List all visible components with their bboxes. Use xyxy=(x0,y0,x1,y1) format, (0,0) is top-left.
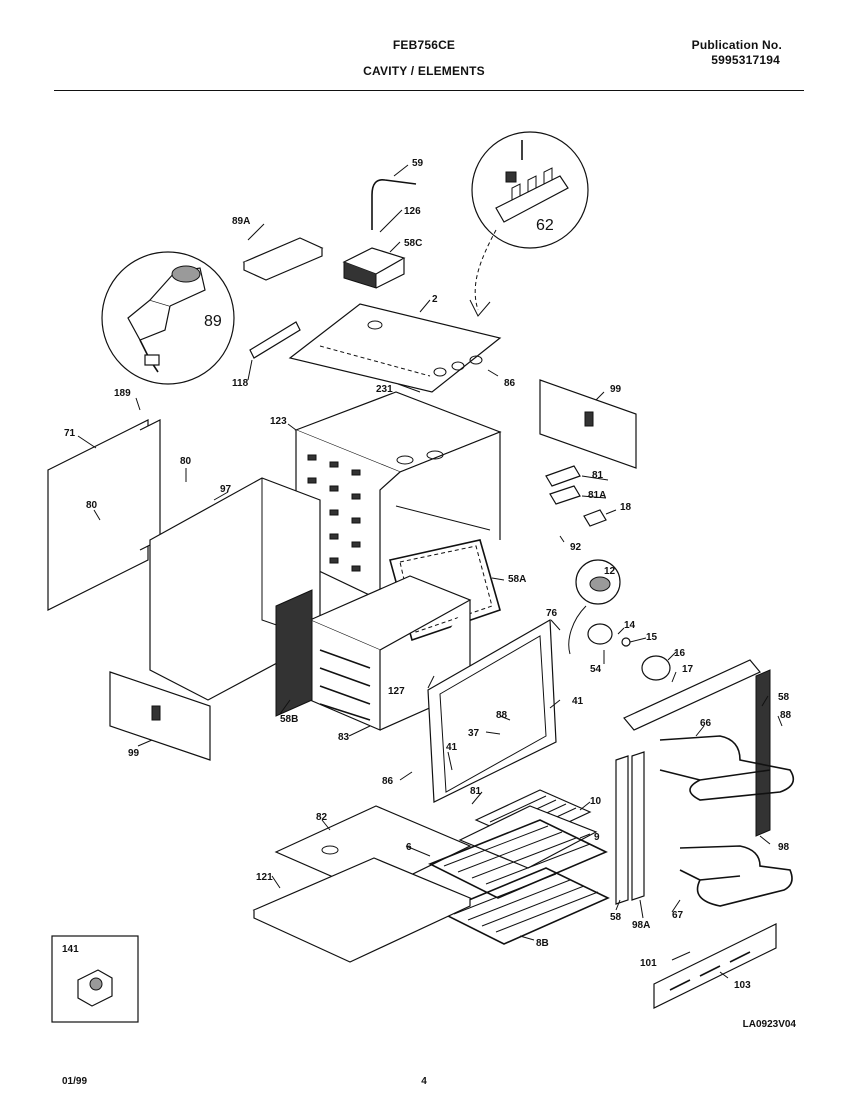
callout-97: 97 xyxy=(220,484,232,495)
callout-141: 141 xyxy=(62,944,79,955)
publication-number: 5995317194 xyxy=(711,53,780,67)
callout-80-lower: 80 xyxy=(86,500,98,511)
page-number: 4 xyxy=(421,1076,427,1087)
callout-92: 92 xyxy=(570,542,582,553)
callout-99-lower: 99 xyxy=(128,748,140,759)
callout-15: 15 xyxy=(646,632,658,643)
callout-86-top: 86 xyxy=(504,378,516,389)
detail-circle-89 xyxy=(101,251,235,385)
callout-89: 89 xyxy=(204,313,222,330)
element-66 xyxy=(659,735,795,801)
callout-41-lower: 41 xyxy=(446,742,458,753)
callout-58-lower: 58 xyxy=(610,912,622,923)
callout-37: 37 xyxy=(468,728,480,739)
callout-98: 98 xyxy=(778,842,790,853)
callout-89A: 89A xyxy=(232,216,250,227)
callout-10: 10 xyxy=(590,796,602,807)
header-rule xyxy=(54,90,804,91)
drawing-code: LA0923V04 xyxy=(742,1019,796,1030)
callout-12: 12 xyxy=(604,566,616,577)
strip-58 xyxy=(755,669,771,837)
detail-circle-62 xyxy=(471,131,589,249)
callout-121: 121 xyxy=(256,872,273,883)
callout-6: 6 xyxy=(406,842,412,853)
callout-123: 123 xyxy=(270,416,287,427)
callout-67: 67 xyxy=(672,910,684,921)
callout-81-door: 81 xyxy=(470,786,482,797)
element-58C xyxy=(342,178,417,289)
publication-label: Publication No. xyxy=(691,38,782,52)
footer-date: 01/99 xyxy=(62,1076,88,1087)
callout-98A: 98A xyxy=(632,920,650,931)
callout-17: 17 xyxy=(682,664,694,675)
callout-82: 82 xyxy=(316,812,328,823)
callout-231: 231 xyxy=(376,384,393,395)
door-frame xyxy=(427,618,557,803)
callout-83: 83 xyxy=(338,732,350,743)
callout-86-door: 86 xyxy=(382,776,394,787)
callout-126: 126 xyxy=(404,206,421,217)
oven-cavity-123 xyxy=(294,391,502,601)
callout-71: 71 xyxy=(64,428,76,439)
callout-88-door: 88 xyxy=(496,710,508,721)
callout-58-right: 58 xyxy=(778,692,790,703)
callout-58C: 58C xyxy=(404,238,422,249)
element-67 xyxy=(679,845,793,907)
callout-81-right: 81 xyxy=(592,470,604,481)
callout-88-right: 88 xyxy=(780,710,792,721)
callout-76: 76 xyxy=(546,608,558,619)
section-title: CAVITY / ELEMENTS xyxy=(363,64,485,78)
callout-41-upper: 41 xyxy=(572,696,584,707)
callout-118: 118 xyxy=(232,378,249,389)
callout-81A: 81A xyxy=(588,490,606,501)
callout-127: 127 xyxy=(388,686,405,697)
callout-18: 18 xyxy=(620,502,632,513)
kick-panel-103 xyxy=(653,923,777,1009)
callout-54: 54 xyxy=(590,664,602,675)
top-panel-2 xyxy=(288,303,502,393)
callout-101: 101 xyxy=(640,958,657,969)
callout-8B: 8B xyxy=(536,938,549,949)
callout-59: 59 xyxy=(412,158,424,169)
side-panel-71 xyxy=(47,419,149,611)
callout-2: 2 xyxy=(432,294,438,305)
callout-58B: 58B xyxy=(280,714,298,725)
callout-62: 62 xyxy=(536,217,554,234)
callout-189: 189 xyxy=(114,388,131,399)
callout-16: 16 xyxy=(674,648,686,659)
callout-58A: 58A xyxy=(508,574,526,585)
oven-rack-6 xyxy=(428,819,608,899)
callout-66: 66 xyxy=(700,718,712,729)
callout-99-upper: 99 xyxy=(610,384,622,395)
gasket-58B xyxy=(275,589,313,717)
callout-80-upper: 80 xyxy=(180,456,192,467)
oven-rack-8B xyxy=(438,867,610,945)
callout-14: 14 xyxy=(624,620,636,631)
model-number: FEB756CE xyxy=(392,38,456,52)
bracket-118 xyxy=(249,321,301,359)
callout-9: 9 xyxy=(594,832,600,843)
callout-103: 103 xyxy=(734,980,751,991)
